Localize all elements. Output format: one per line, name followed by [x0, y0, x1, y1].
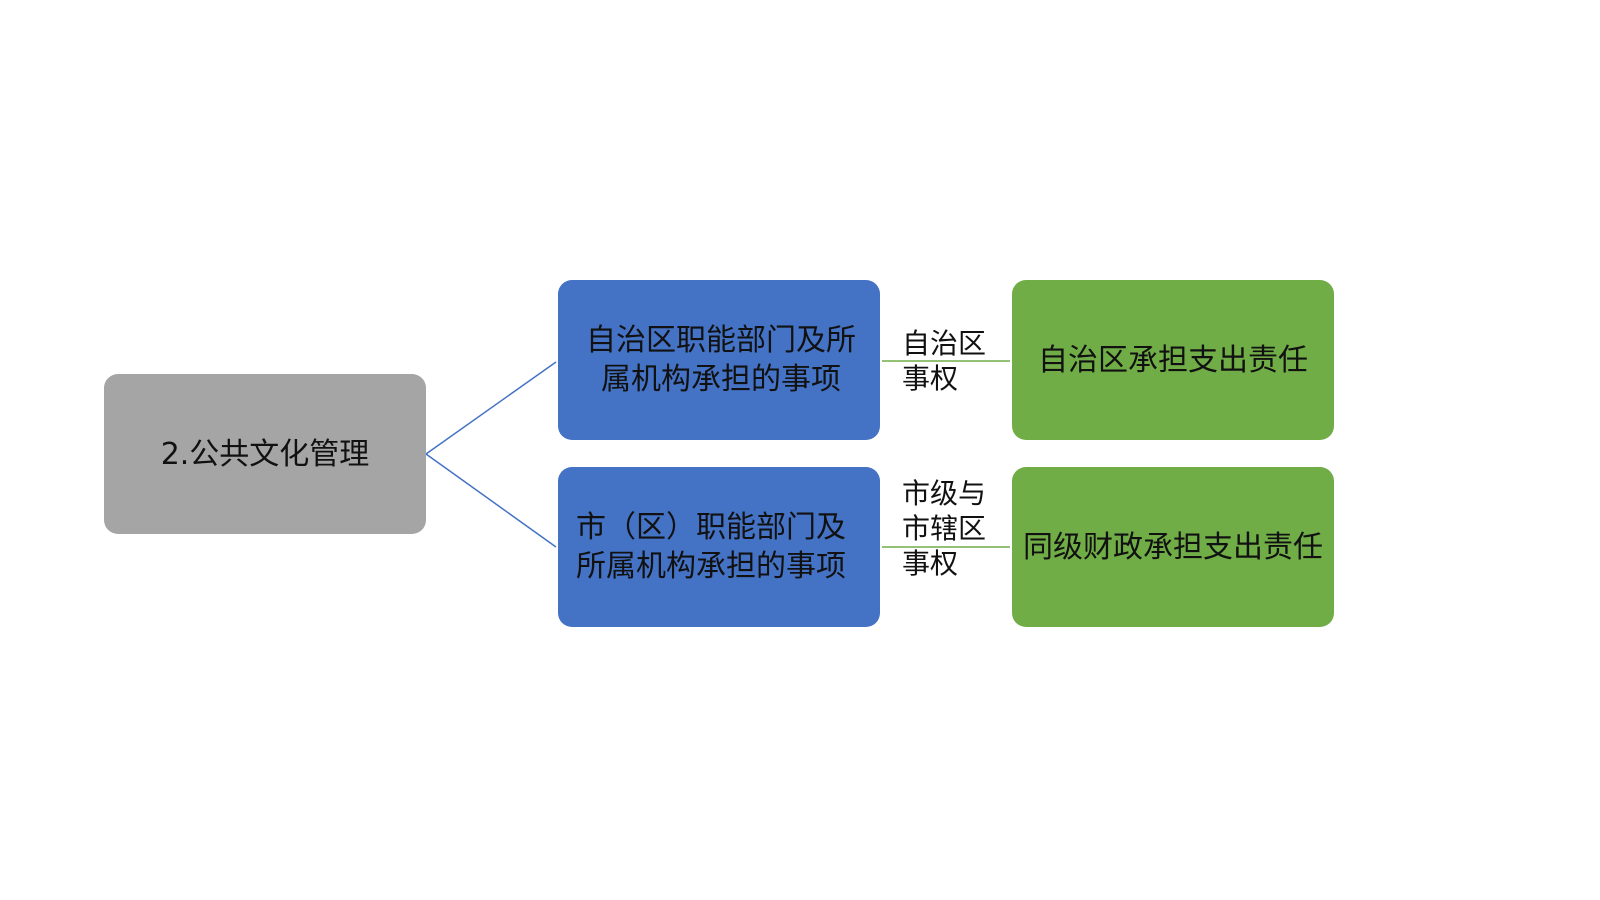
responsibility-node-label: 自治区承担支出责任	[1038, 342, 1308, 378]
department-node-city: 市（区）职能部门及所属机构承担的事项	[558, 467, 880, 627]
department-node-autonomous-region: 自治区职能部门及所属机构承担的事项	[558, 280, 880, 440]
responsibility-node-city: 同级财政承担支出责任	[1012, 467, 1334, 627]
department-node-label: 自治区职能部门及所属机构承担的事项	[586, 323, 856, 397]
relation-label-city: 市级与市辖区事权	[902, 477, 987, 580]
branch-line-top	[425, 361, 557, 455]
root-node: 2.公共文化管理	[104, 374, 426, 534]
branch-line-bottom	[425, 453, 557, 548]
relation-label-autonomous-region: 自治区事权	[902, 327, 987, 395]
root-node-label: 2.公共文化管理	[160, 436, 370, 472]
department-node-label: 市（区）职能部门及所属机构承担的事项	[576, 510, 846, 584]
responsibility-node-label: 同级财政承担支出责任	[1023, 529, 1323, 565]
responsibility-node-autonomous-region: 自治区承担支出责任	[1012, 280, 1334, 440]
